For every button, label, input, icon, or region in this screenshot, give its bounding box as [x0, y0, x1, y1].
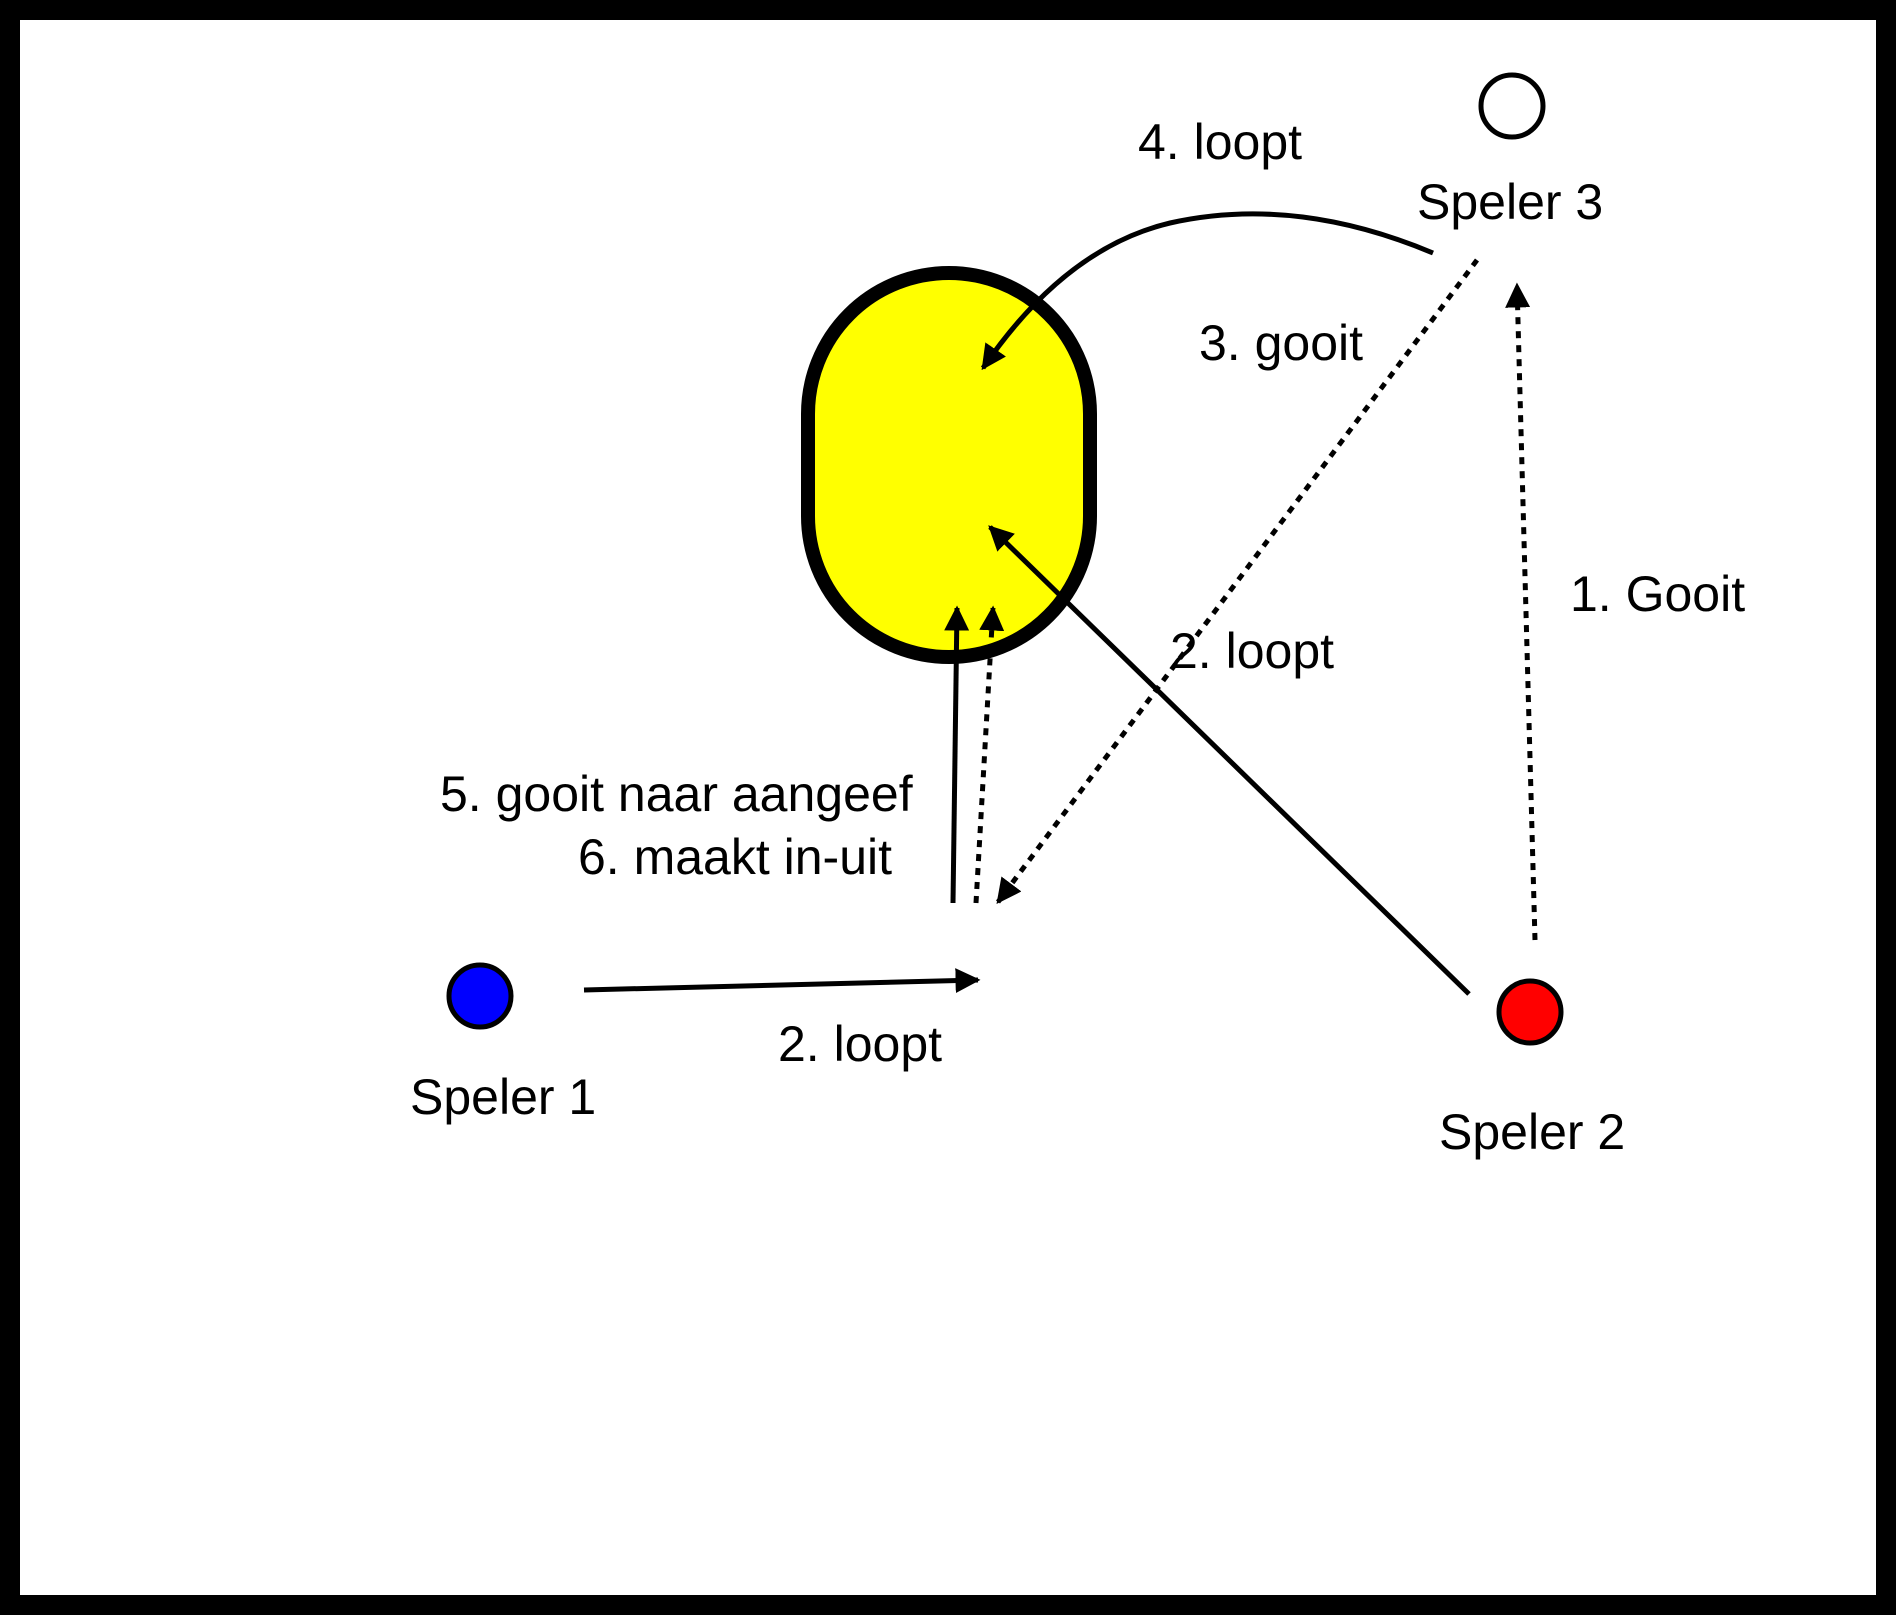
player-1-marker	[446, 962, 514, 1030]
step-4-label: 4. loopt	[1138, 114, 1302, 170]
player-3-marker	[1478, 72, 1546, 140]
arrow-2-loopt-speler2	[988, 525, 1471, 996]
step-3-label: 3. gooit	[1199, 315, 1363, 371]
step-2a-label: 2. loopt	[778, 1016, 942, 1072]
arrow-1-gooit	[1505, 282, 1538, 941]
step-6-label: 6. maakt in-uit	[578, 829, 892, 885]
step-2b-label: 2. loopt	[1170, 623, 1334, 679]
arrow-4-loopt	[980, 211, 1434, 371]
player-2-label: Speler 2	[1439, 1104, 1625, 1160]
arrow-2-loopt-speler1	[583, 968, 981, 994]
arrow-5-gooit	[944, 605, 970, 904]
player-1-label: Speler 1	[410, 1069, 596, 1125]
korf-zone	[801, 266, 1097, 664]
step-1-label: 1. Gooit	[1570, 566, 1745, 622]
player-2-marker	[1496, 978, 1564, 1046]
step-5-label: 5. gooit naar aangeef	[440, 766, 913, 822]
player-3-label: Speler 3	[1417, 174, 1603, 230]
